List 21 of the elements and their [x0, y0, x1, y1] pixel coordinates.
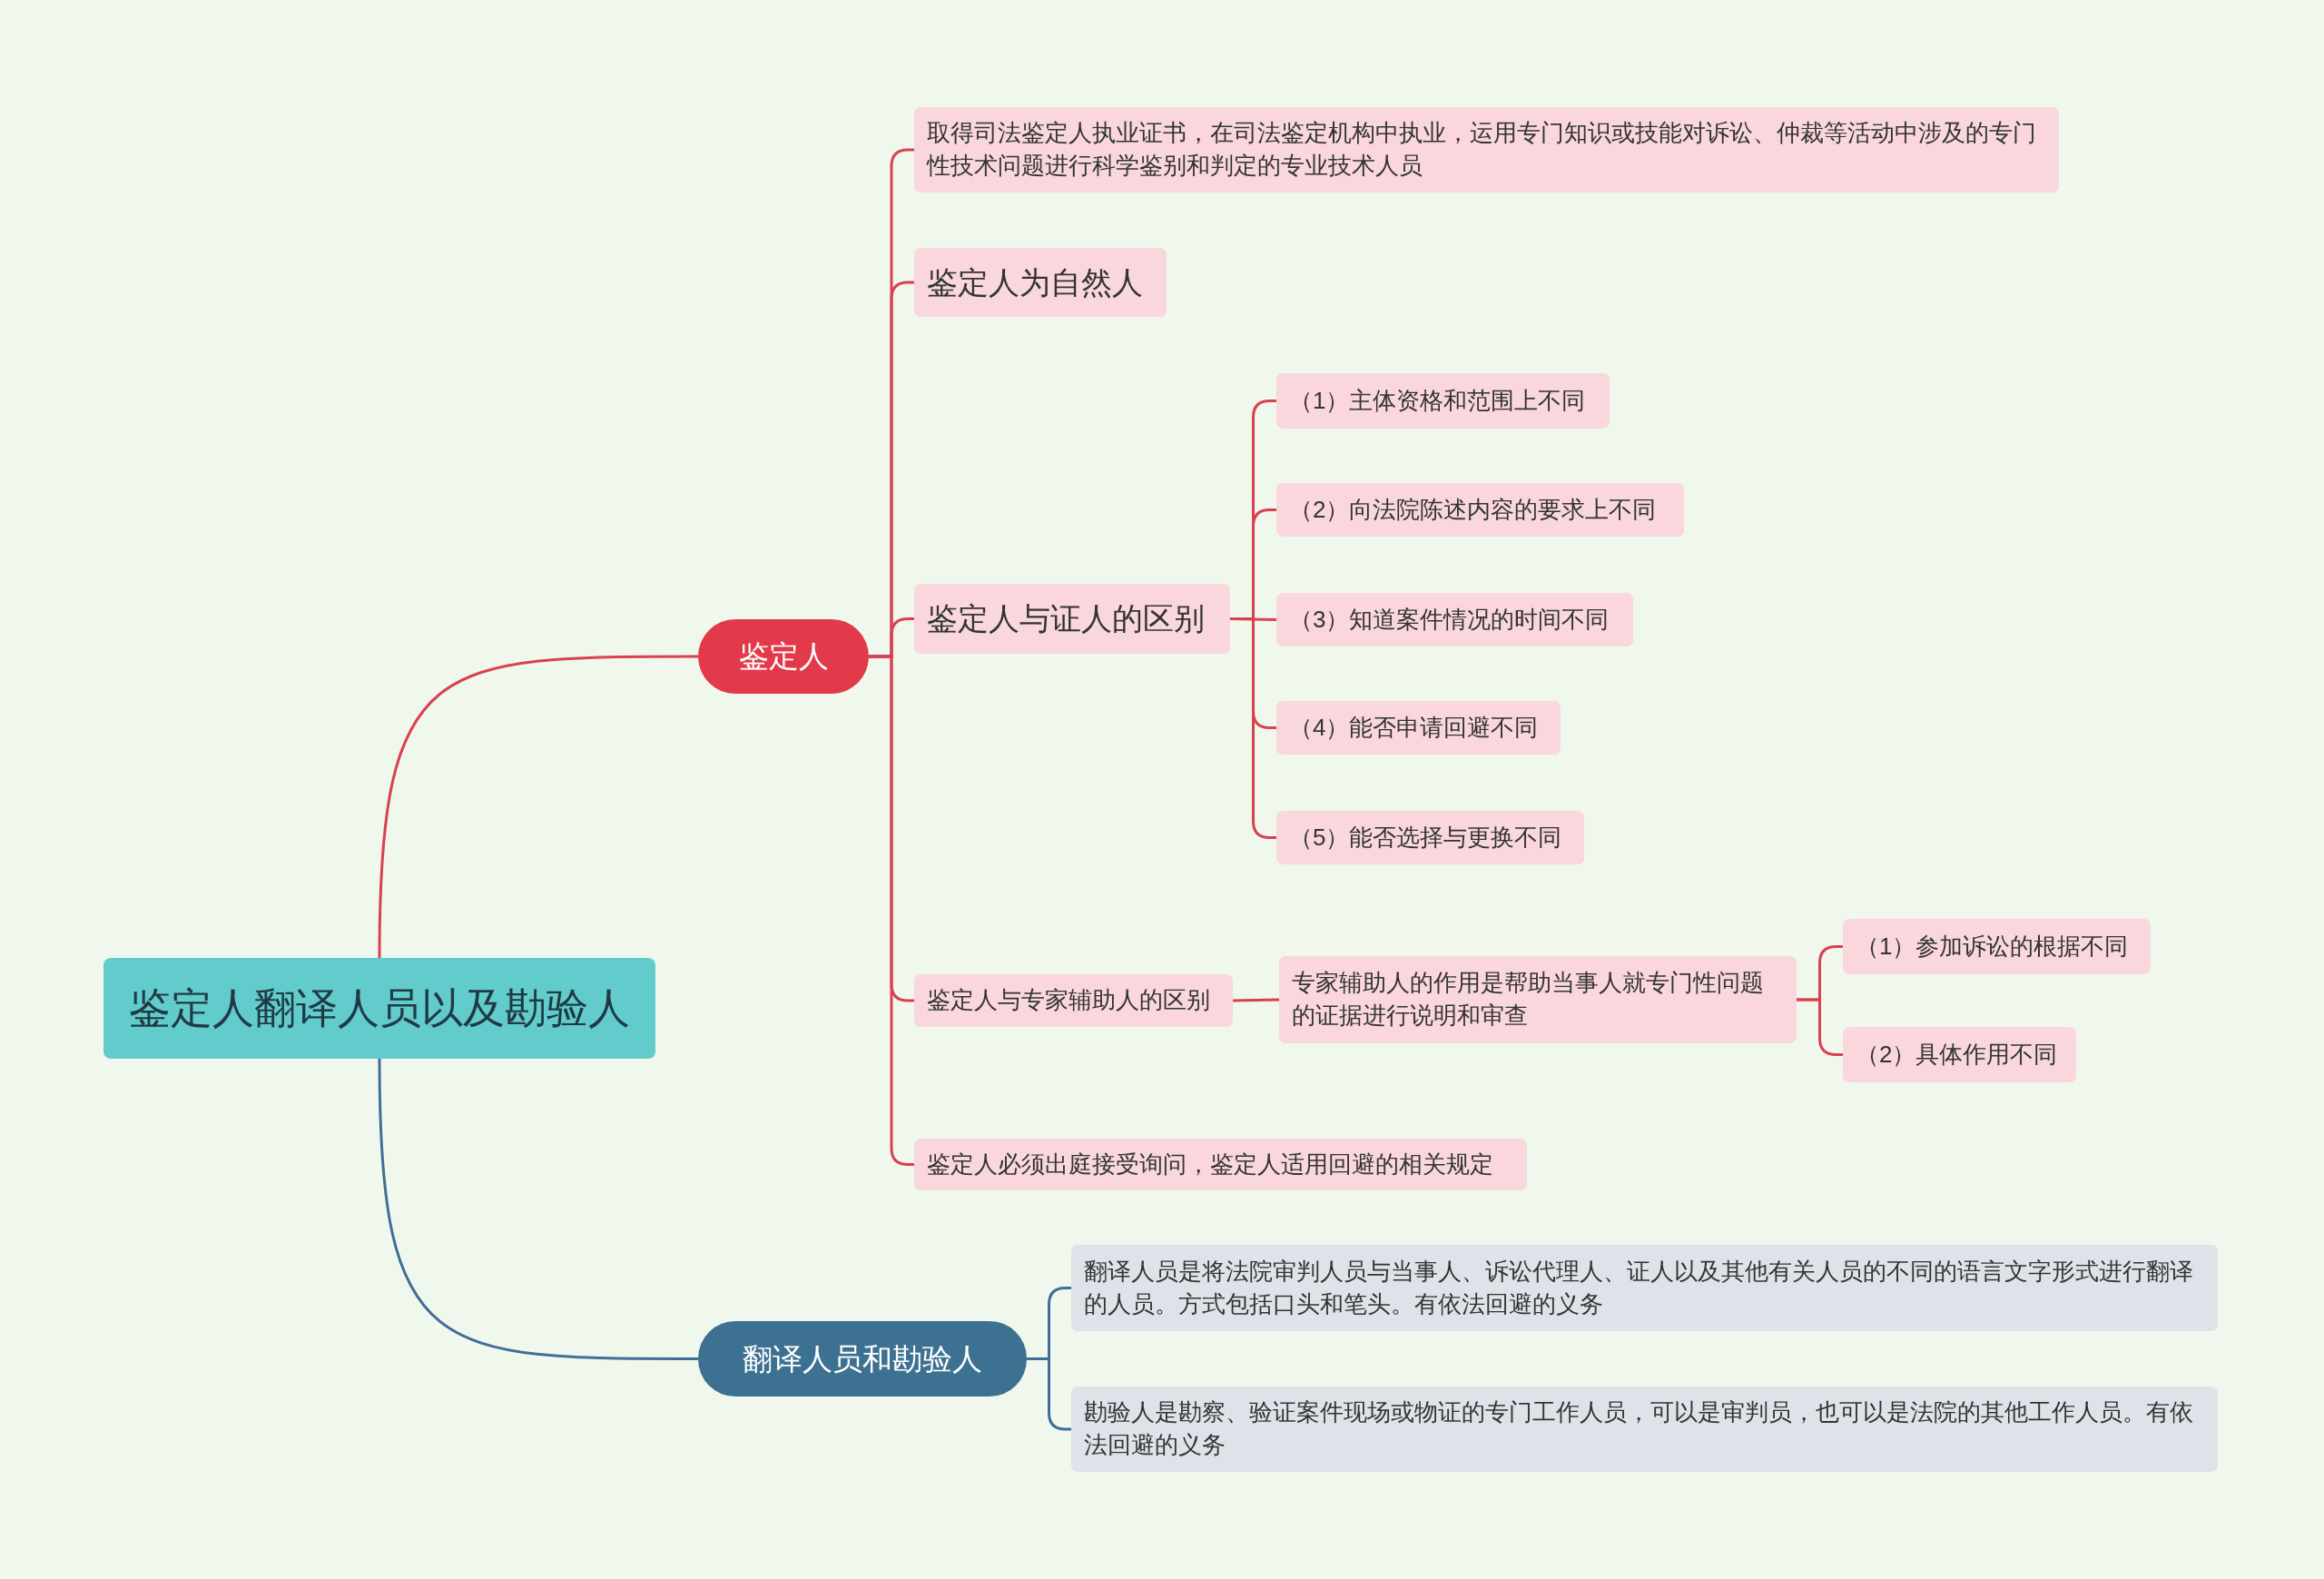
item-box: （2）向法院陈述内容的要求上不同 [1276, 483, 1684, 537]
item-box: （4）能否申请回避不同 [1276, 701, 1561, 755]
item-box: 翻译人员是将法院审判人员与当事人、诉讼代理人、证人以及其他有关人员的不同的语言文字形式进行翻译的人员。方式包括口头和笔头。有依法回避的义务 [1071, 1245, 2218, 1331]
topic-pill: 鉴定人 [698, 619, 869, 694]
connector-line [378, 1058, 698, 1360]
item-box: 专家辅助人的作用是帮助当事人就专门性问题的证据进行说明和审查 [1279, 956, 1797, 1043]
item-box: （1）主体资格和范围上不同 [1276, 373, 1610, 429]
item-box: 鉴定人必须出庭接受询问，鉴定人适用回避的相关规定 [914, 1139, 1527, 1190]
item-box: 勘验人是勘察、验证案件现场或物证的专门工作人员，可以是审判员，也可以是法院的其他工作人员。有依法回避的义务 [1071, 1387, 2218, 1472]
item-box: 鉴定人与证人的区别 [914, 584, 1230, 654]
item-box: 取得司法鉴定人执业证书，在司法鉴定机构中执业，运用专门知识或技能对诉讼、仲裁等活动中涉及的专门性技术问题进行科学鉴别和判定的专业技术人员 [914, 107, 2059, 192]
topic-pill: 翻译人员和勘验人 [698, 1321, 1027, 1396]
item-box: 鉴定人为自然人 [914, 248, 1167, 317]
connector-line [1232, 998, 1280, 1002]
item-box: （2）具体作用不同 [1843, 1027, 2076, 1082]
item-box: （3）知道案件情况的时间不同 [1276, 593, 1633, 646]
item-box: 鉴定人与专家辅助人的区别 [914, 974, 1233, 1027]
item-box: （1）参加诉讼的根据不同 [1843, 919, 2151, 974]
connector-line [378, 655, 698, 959]
root-box: 鉴定人翻译人员以及勘验人 [103, 958, 655, 1059]
item-box: （5）能否选择与更换不同 [1276, 811, 1584, 864]
